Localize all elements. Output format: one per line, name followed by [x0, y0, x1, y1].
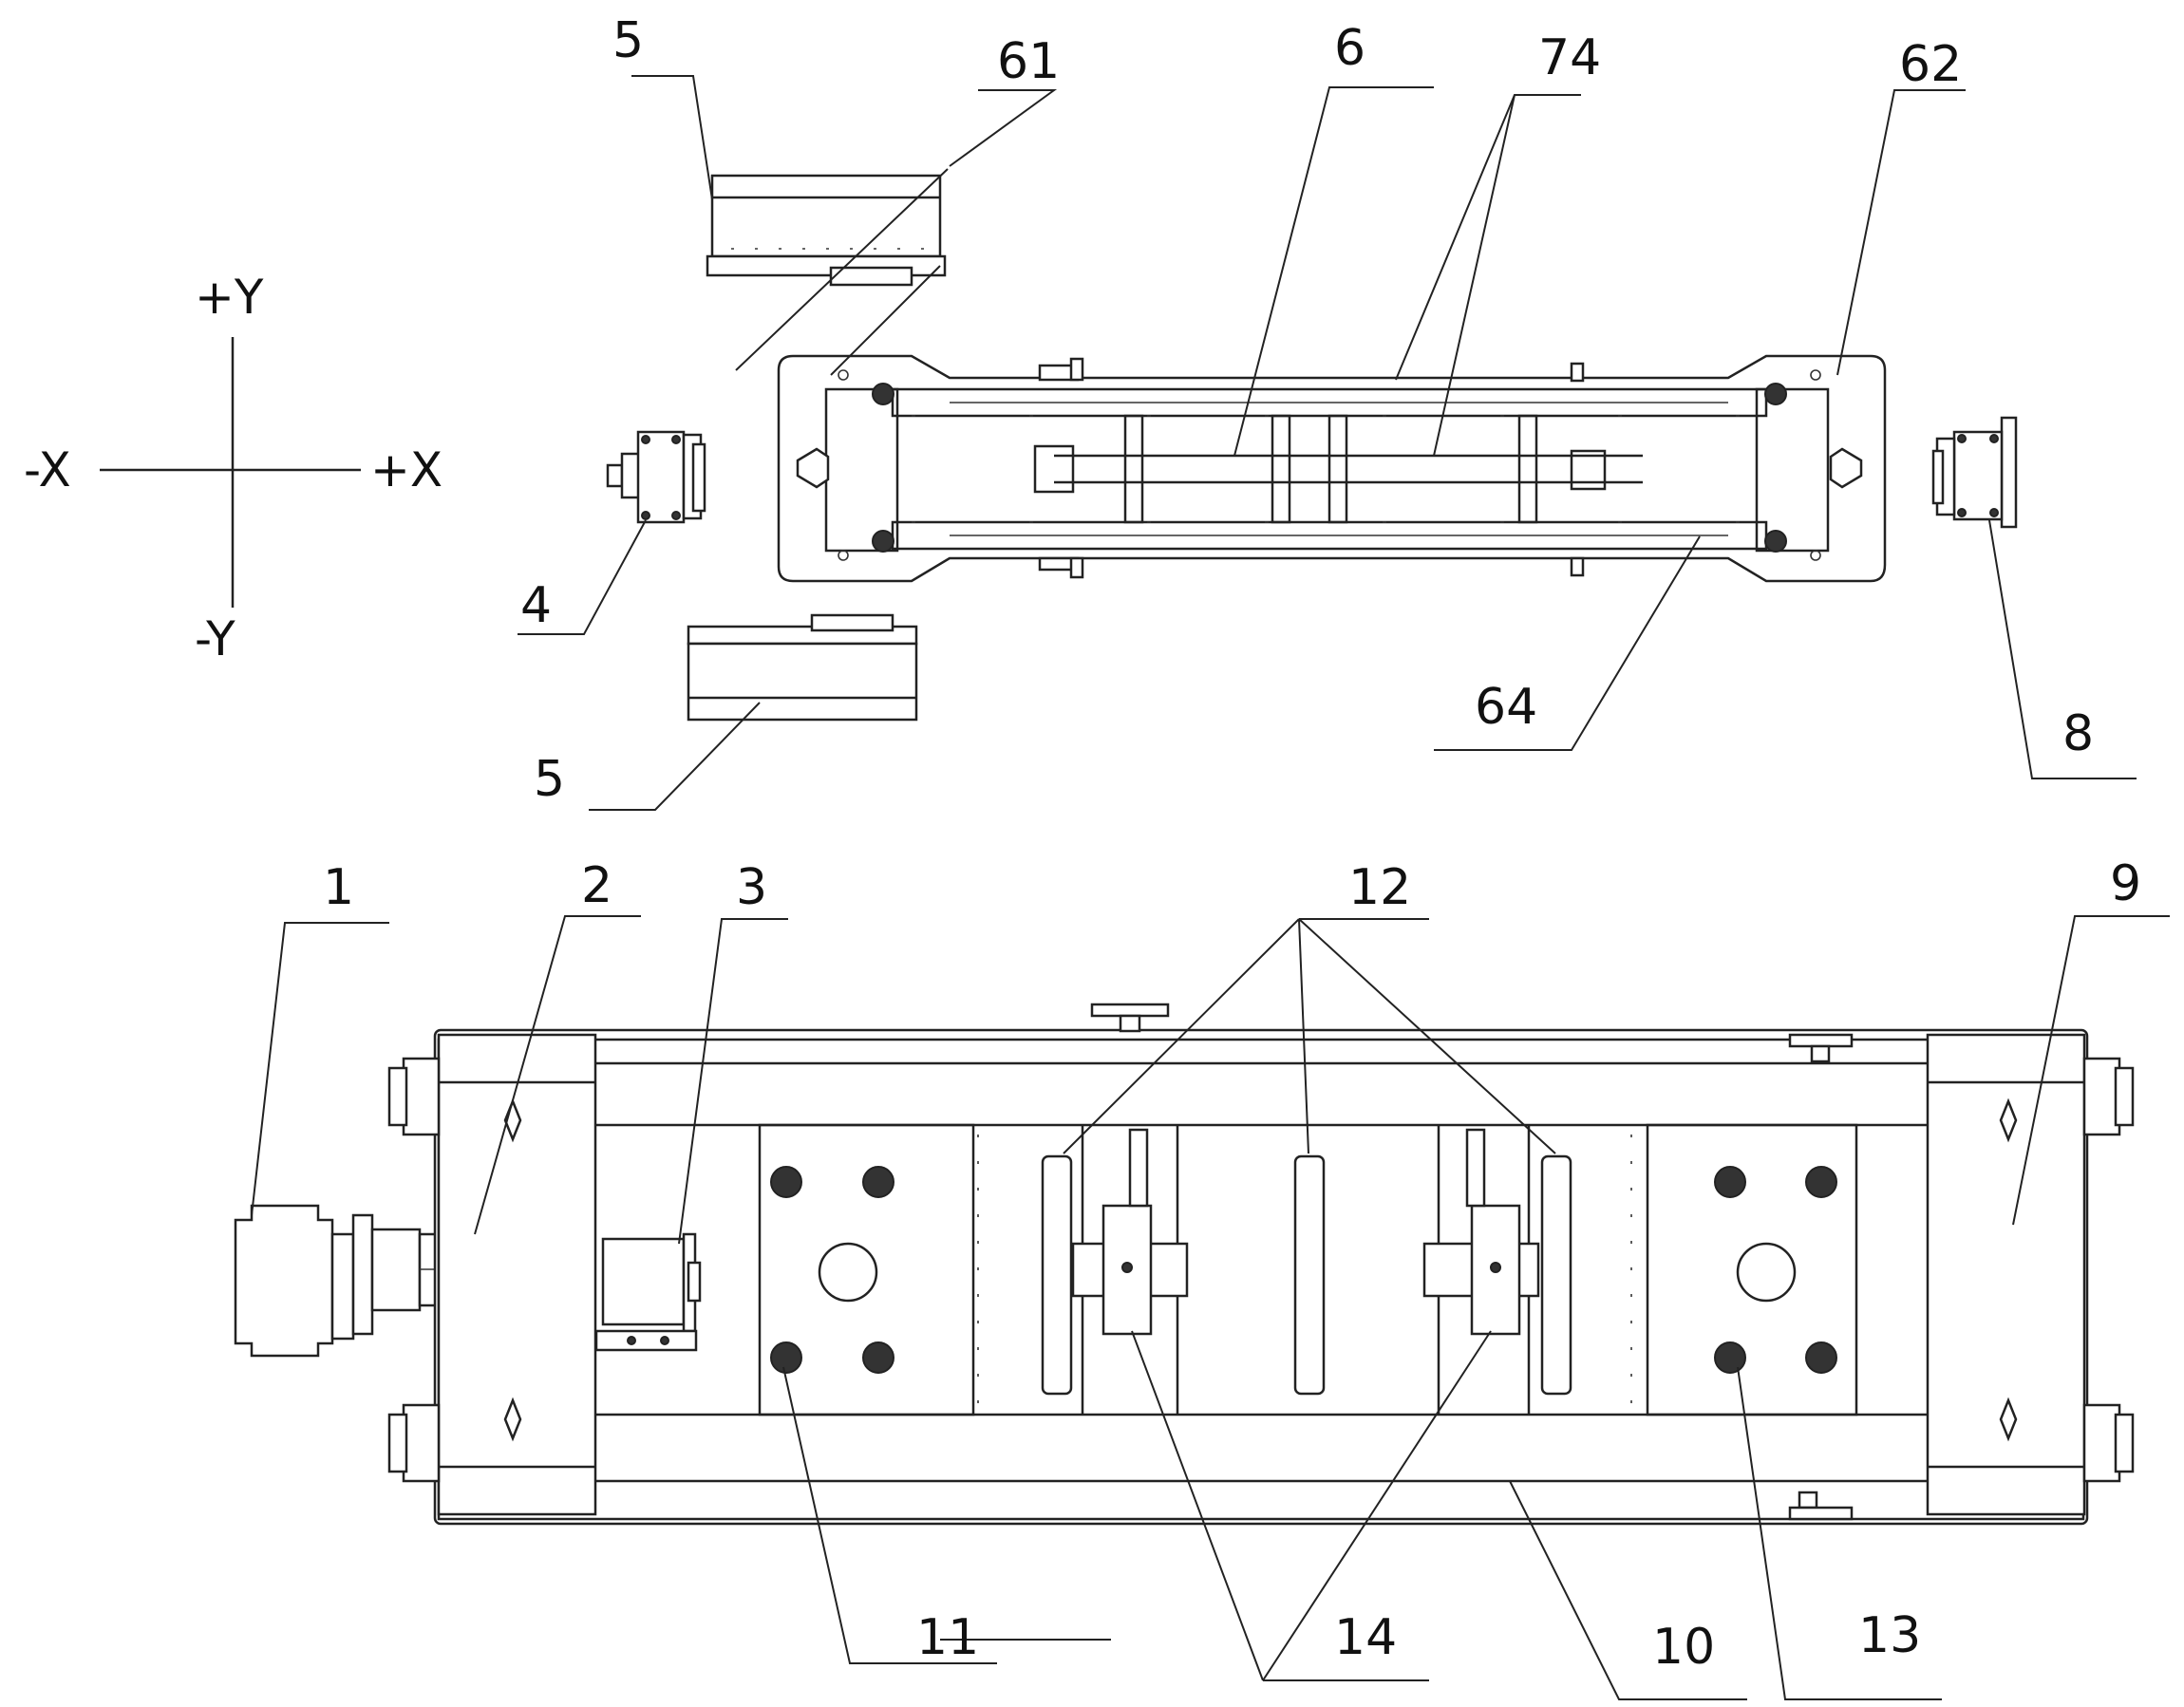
label-part-5-top: 5	[612, 12, 644, 69]
coordinate-axes: +Y -Y -X +X	[24, 270, 442, 666]
part-9-right-head	[1926, 1033, 2135, 1516]
label-part-3: 3	[736, 859, 767, 916]
label-part-6: 6	[1334, 20, 1365, 77]
axis-pos-x-label: +X	[370, 442, 442, 497]
label-part-9: 9	[2110, 855, 2141, 912]
part-1-motor	[234, 1204, 439, 1358]
part-5-top-block	[706, 174, 947, 287]
part-6-carriage-frame	[777, 354, 1887, 583]
label-part-61: 61	[997, 33, 1060, 90]
part-10-base-frame	[433, 1003, 2089, 1526]
label-part-12: 12	[1348, 859, 1411, 916]
part-labels: 5 61 6 74 62 4 5 64 8 1 2 3 12 9 11 14 1…	[323, 12, 2141, 1676]
part-8-block	[1931, 416, 2018, 529]
label-part-14: 14	[1334, 1609, 1397, 1666]
part-2-left-head	[387, 1033, 597, 1516]
label-part-4: 4	[520, 577, 552, 634]
leader-lines	[251, 75, 2170, 1700]
axis-pos-y-label: +Y	[195, 270, 264, 325]
axis-neg-y-label: -Y	[195, 611, 235, 666]
label-part-1: 1	[323, 859, 354, 916]
label-part-74: 74	[1538, 29, 1601, 86]
part-4-block	[606, 430, 706, 524]
part-14-fixtures	[1071, 1128, 1540, 1336]
label-part-11: 11	[916, 1609, 979, 1666]
part-3-drive-block	[594, 1232, 702, 1352]
label-part-13: 13	[1858, 1607, 1921, 1664]
label-part-10: 10	[1652, 1619, 1715, 1676]
label-part-5-bottom: 5	[534, 751, 565, 808]
part-13-right-plate	[1630, 1123, 1858, 1416]
label-part-64: 64	[1475, 679, 1537, 736]
label-part-62: 62	[1899, 36, 1962, 93]
axis-neg-x-label: -X	[24, 442, 71, 497]
part-5-bottom-block	[687, 613, 918, 722]
label-part-8: 8	[2062, 705, 2094, 762]
part-11-left-plate	[758, 1123, 979, 1416]
label-part-2: 2	[581, 857, 612, 914]
